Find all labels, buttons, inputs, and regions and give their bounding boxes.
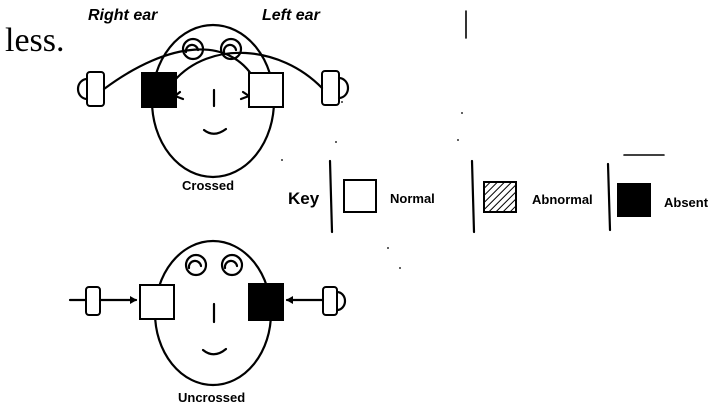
crossed-diagram: Right ear Left ear [76, 7, 350, 193]
text-fragment: less. [5, 22, 65, 59]
uncrossed-mouth [201, 347, 228, 356]
key-label-normal: Normal [390, 191, 435, 206]
key-divider-1 [328, 159, 334, 234]
key-title: Key [288, 189, 320, 208]
left-ear-label: Left ear [262, 7, 321, 24]
key-divider-2 [470, 159, 476, 234]
uncrossed-eyes [184, 253, 244, 277]
key-swatch-absent [617, 183, 651, 217]
crossed-right-response-box [248, 72, 284, 108]
key-swatch-abnormal [483, 181, 517, 213]
key-label-abnormal: Abnormal [532, 192, 593, 207]
crossed-mouth [202, 127, 228, 135]
uncrossed-left-earphone-icon [322, 286, 347, 316]
crossed-arrow-right [239, 90, 251, 101]
crossed-caption: Crossed [182, 178, 234, 193]
crossed-pathway-right-to-left [102, 48, 257, 91]
right-ear-label: Right ear [88, 7, 158, 24]
crossed-right-earphone-icon [76, 71, 105, 107]
uncrossed-caption: Uncrossed [178, 390, 245, 405]
scan-artifacts [281, 10, 467, 269]
uncrossed-right-response-box [248, 283, 284, 321]
key-swatch-normal [343, 179, 377, 213]
crossed-left-earphone-icon [321, 70, 350, 106]
key-divider-3 [606, 162, 612, 232]
uncrossed-diagram: Uncrossed [68, 239, 347, 405]
crossed-pathway-left-to-right [172, 51, 324, 90]
uncrossed-right-earphone-icon [68, 286, 101, 316]
uncrossed-left-response-box [139, 284, 175, 320]
key-label-absent: Absent [664, 195, 709, 210]
key-legend: Key Normal Abnormal Absent [288, 154, 709, 234]
crossed-left-response-box [141, 72, 177, 108]
